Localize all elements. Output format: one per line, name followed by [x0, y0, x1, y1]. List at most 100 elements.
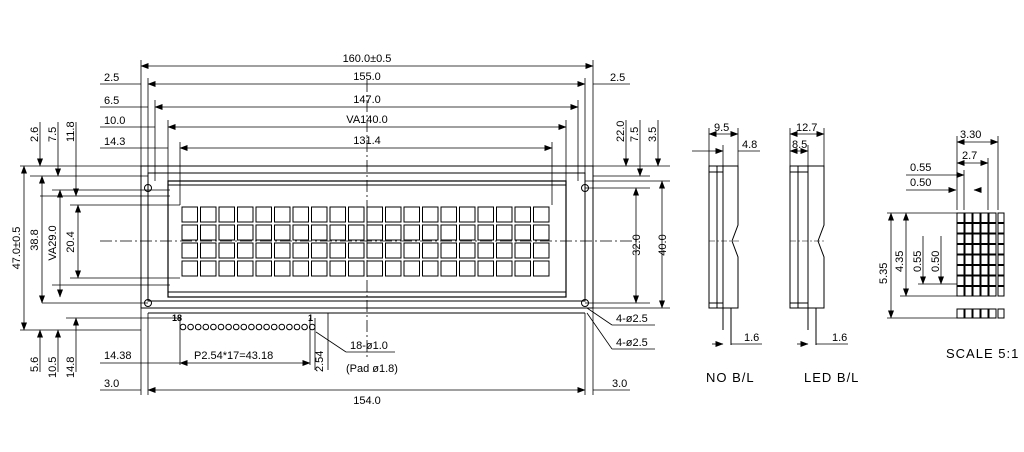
- no-bl-width: 9.5: [714, 122, 729, 134]
- pin-pad: [210, 323, 217, 331]
- dim-aa-width: 131.4: [353, 135, 381, 147]
- pixel-dot: [997, 275, 1005, 286]
- character-cell: [366, 242, 383, 259]
- character-cell: [514, 224, 531, 241]
- dim-left-2-5: 2.5: [104, 72, 119, 84]
- led-bl-offset: 8.5: [792, 139, 807, 151]
- character-cell: [218, 242, 235, 259]
- character-cell: [514, 242, 531, 259]
- character-cell: [274, 206, 291, 223]
- character-cell: [329, 260, 346, 277]
- dim-holes-height: 32.0: [631, 234, 643, 255]
- character-cell: [459, 206, 476, 223]
- pin-pad: [263, 323, 270, 331]
- character-cell: [255, 242, 272, 259]
- pixel-dot: [980, 244, 989, 255]
- pixel-dot: [964, 275, 973, 286]
- character-cell: [181, 260, 198, 277]
- dim-hole-span: 154.0: [353, 395, 381, 407]
- pin-pad: [179, 323, 187, 331]
- cursor-dot: [972, 308, 981, 319]
- pcb-outline: [147, 172, 586, 302]
- pin-pad: [301, 323, 308, 331]
- char-pitch-y: 0.55: [912, 251, 924, 272]
- character-cell: [181, 224, 198, 241]
- dim-hole-offset-left: 3.0: [104, 378, 119, 390]
- pixel-dot: [972, 233, 981, 244]
- character-cell: [311, 260, 328, 277]
- dim-tl-7-5: 7.5: [47, 127, 59, 142]
- character-cell: [366, 224, 383, 241]
- character-cell: [440, 224, 457, 241]
- character-cell: [218, 260, 235, 277]
- pin-pad: [187, 323, 194, 331]
- pixel-dot: [972, 212, 981, 223]
- pixel-dot: [980, 254, 989, 265]
- character-cell: [292, 242, 309, 259]
- dim-bezel-height: 38.8: [29, 229, 41, 250]
- pixel-dot: [972, 223, 981, 234]
- character-cell: [274, 260, 291, 277]
- character-cell: [533, 242, 550, 259]
- pixel-dot: [956, 223, 965, 234]
- led-bl-pcb: 1.6: [832, 332, 847, 344]
- pixel-dot: [964, 212, 973, 223]
- scale-label: SCALE 5:1: [946, 346, 1019, 361]
- pixel-dot: [972, 254, 981, 265]
- character-cell: [292, 260, 309, 277]
- dim-left-10-0: 10.0: [104, 115, 125, 127]
- character-cell: [459, 260, 476, 277]
- pixel-dot: [988, 265, 997, 276]
- character-cell: [440, 242, 457, 259]
- character-cell: [274, 224, 291, 241]
- pixel-dot: [956, 275, 965, 286]
- pixel-dot: [980, 223, 989, 234]
- pixel-dot: [988, 275, 997, 286]
- mount-hole-spec-2: 4-ø2.5: [616, 337, 648, 349]
- dim-tr-7-5: 7.5: [629, 127, 641, 142]
- pixel-dot: [980, 275, 989, 286]
- mount-hole-tl: [144, 184, 152, 192]
- pixel-dot: [972, 275, 981, 286]
- cursor-dot: [997, 308, 1005, 319]
- pixel-dot: [956, 233, 965, 244]
- character-cell: [422, 242, 439, 259]
- pin-pad: [248, 323, 255, 331]
- dim-aa-height: 20.4: [65, 231, 77, 252]
- dim-pin-pitch: P2.54*17=43.18: [194, 350, 273, 362]
- pixel-dot: [964, 265, 973, 276]
- pin-pad: [293, 323, 301, 331]
- char-dot-width-total: 2.7: [962, 150, 977, 162]
- character-cell: [403, 242, 420, 259]
- dim-bl-14-8: 14.8: [65, 357, 77, 378]
- side-view-led-backlight: [789, 128, 848, 347]
- character-cell: [255, 224, 272, 241]
- pin-pad: [194, 323, 202, 331]
- character-cell: [311, 242, 328, 259]
- cursor-dot: [988, 308, 997, 319]
- character-cell: [218, 224, 235, 241]
- pixel-dot: [956, 286, 965, 297]
- char-width: 3.30: [960, 129, 981, 141]
- pin-pad: [240, 323, 248, 331]
- character-cell: [348, 224, 365, 241]
- pin-row: [179, 323, 316, 331]
- character-cell: [292, 206, 309, 223]
- character-cell: [237, 206, 254, 223]
- dim-left-14-3: 14.3: [104, 136, 125, 148]
- dim-pcb-width: 155.0: [353, 71, 381, 83]
- pixel-dot: [988, 212, 997, 223]
- character-cell: [329, 224, 346, 241]
- pixel-dot: [964, 223, 973, 234]
- character-detail-dims: [887, 136, 999, 319]
- pixel-dot: [988, 244, 997, 255]
- cursor-dot: [980, 308, 989, 319]
- pixel-dot: [988, 223, 997, 234]
- character-cell: [237, 242, 254, 259]
- pixel-dot: [956, 265, 965, 276]
- character-cell: [385, 260, 402, 277]
- character-cell: [459, 224, 476, 241]
- character-cell: [533, 206, 550, 223]
- character-matrix: [181, 206, 550, 277]
